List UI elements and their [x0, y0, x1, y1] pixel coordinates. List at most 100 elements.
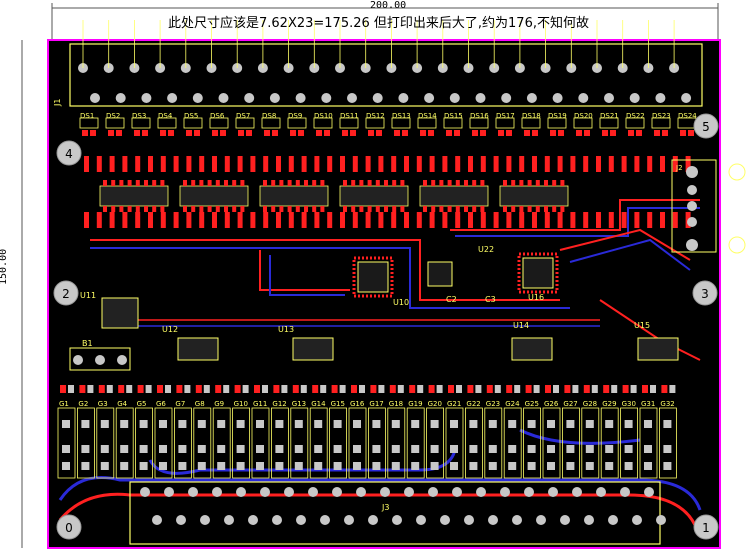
relay-pad — [644, 462, 652, 470]
relay-outline — [426, 407, 445, 479]
bottom-led-pad — [436, 385, 443, 393]
resistor — [160, 156, 166, 172]
u11-label: U11 — [80, 291, 96, 300]
top-led-label: DS10 — [314, 112, 333, 120]
relay-label: G8 — [195, 400, 205, 408]
top-led-pad — [90, 130, 96, 136]
top-led-label: DS7 — [236, 112, 250, 120]
bottom-pin — [344, 515, 354, 525]
bottom-led-pad — [106, 385, 113, 393]
relay-pad — [391, 420, 400, 428]
relay-label: G22 — [466, 400, 480, 408]
relay-pad — [585, 462, 594, 470]
top-pin — [449, 93, 460, 103]
bottom-led-pad — [223, 385, 230, 393]
bottom-led-pad — [184, 385, 191, 393]
resistor — [327, 212, 333, 228]
bottom-led-pad — [409, 385, 416, 393]
bottom-pin — [548, 487, 558, 497]
resistor — [493, 156, 499, 172]
top-led-pad — [472, 130, 478, 136]
relay-pad — [488, 445, 497, 453]
top-connector-pins — [78, 20, 692, 103]
top-led — [287, 117, 307, 129]
relay-label: G23 — [486, 400, 500, 408]
top-led-label: DS13 — [392, 112, 411, 120]
resistor — [404, 212, 409, 228]
resistor — [621, 156, 627, 172]
resistor — [173, 156, 179, 172]
c2-label: C2 — [446, 295, 457, 304]
relay-pad — [256, 420, 264, 428]
top-led — [79, 117, 99, 129]
bottom-led-pad — [397, 385, 404, 393]
optocoupler — [499, 185, 569, 207]
mount-hole-5: 5 — [693, 113, 719, 139]
relay-pad — [527, 420, 536, 428]
relay-label: G11 — [253, 400, 267, 408]
relay-pad — [624, 420, 633, 428]
relay-label: G32 — [660, 400, 674, 408]
mount-hole-5-label: 5 — [702, 120, 710, 134]
top-led-label: DS2 — [106, 112, 120, 120]
top-led-label: DS18 — [522, 112, 541, 120]
relay-label: G3 — [98, 400, 108, 408]
top-led-label: DS9 — [288, 112, 302, 120]
u10-label: U10 — [393, 298, 409, 307]
resistor — [263, 212, 269, 228]
relay-pad — [294, 462, 303, 470]
relay-pad — [62, 420, 70, 428]
bottom-led-pad — [339, 385, 346, 393]
relay-outline — [232, 407, 251, 479]
bottom-pin — [272, 515, 282, 525]
top-pin — [424, 93, 435, 103]
resistor — [660, 156, 665, 172]
bottom-led-pad — [661, 385, 668, 393]
bottom-led-pad — [591, 385, 598, 393]
chip-u10: U10 — [352, 256, 409, 307]
bottom-led-pad — [203, 385, 210, 393]
top-led-pad — [168, 130, 174, 136]
chip-u14: U14 — [511, 321, 553, 361]
resistor — [506, 212, 512, 228]
bottom-led-pad — [176, 385, 183, 393]
resistor — [135, 156, 141, 172]
top-led-pad — [584, 130, 590, 136]
optocoupler — [99, 185, 169, 207]
bottom-pin — [620, 487, 630, 497]
top-led — [157, 117, 177, 129]
top-led-label: DS11 — [340, 112, 359, 120]
relay-pad — [566, 462, 575, 470]
resistor — [250, 156, 256, 172]
bottom-led-pad — [583, 385, 590, 393]
resistor — [276, 212, 281, 228]
chip-u11: U11 — [80, 291, 139, 329]
resistor — [340, 156, 345, 172]
top-led-pad — [186, 130, 192, 136]
bottom-led-pad — [545, 385, 551, 393]
top-pin — [167, 93, 178, 103]
top-pin — [115, 93, 126, 103]
resistor — [186, 156, 192, 172]
resistor — [685, 156, 691, 172]
resistor — [480, 212, 486, 228]
top-pin — [372, 93, 383, 103]
bottom-pin — [224, 515, 234, 525]
top-led — [235, 117, 255, 129]
top-led-pad — [246, 130, 252, 136]
bottom-led-pad — [572, 385, 579, 393]
bottom-pin — [500, 487, 510, 497]
top-led-pad — [602, 130, 608, 136]
top-led-pad — [654, 130, 660, 136]
top-led-pad — [532, 130, 538, 136]
bottom-pin — [308, 487, 318, 497]
top-led-pad — [376, 130, 382, 136]
relay-pad — [644, 420, 652, 428]
relay-outline — [57, 407, 76, 479]
mount-hole-4-label: 4 — [65, 147, 73, 161]
mount-hole-2: 2 — [53, 280, 79, 306]
height-dimension-label: 150.00 — [0, 248, 9, 285]
resistor — [493, 212, 499, 228]
